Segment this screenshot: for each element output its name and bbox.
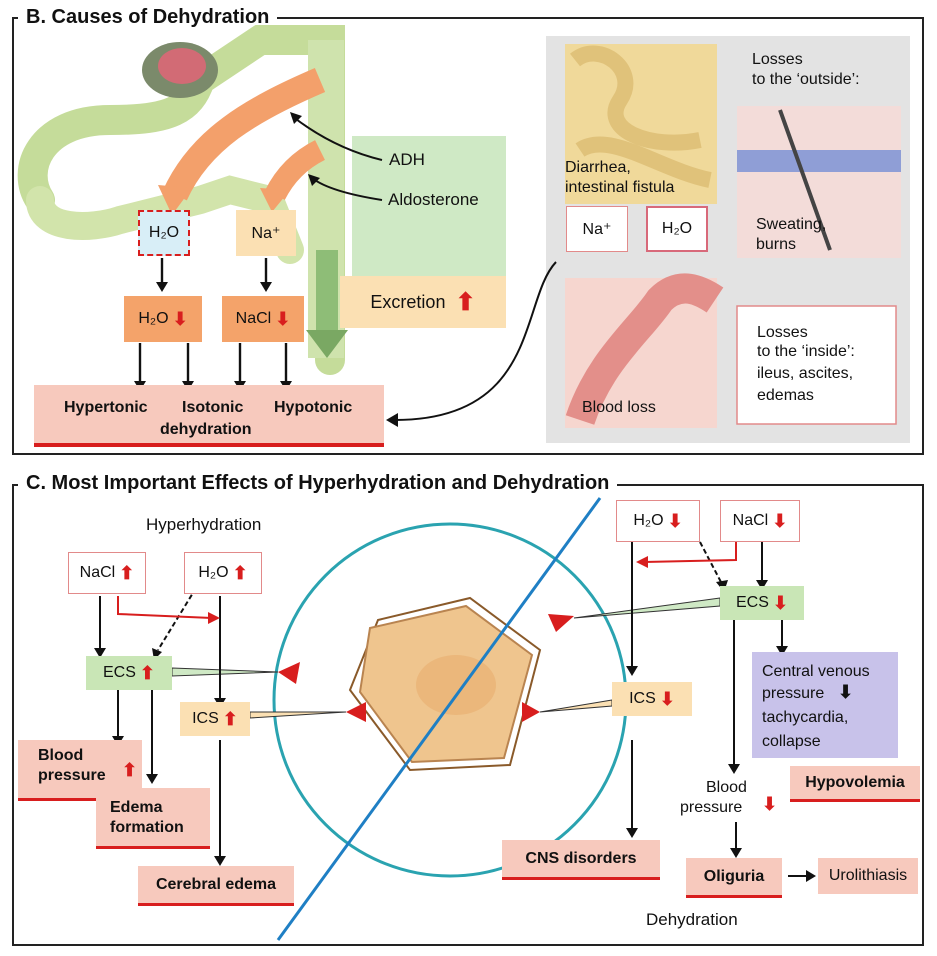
na-small-box: Na⁺ (566, 206, 628, 252)
sweating-label-1: Sweating, (756, 216, 827, 233)
up-arrow-icon: ⬆ (139, 662, 155, 683)
adh-label: ADH (389, 150, 425, 169)
excretion-label: Excretion (370, 291, 446, 312)
losses-inside-label-1: Losses (757, 324, 808, 341)
edema-label-1: Edema (110, 799, 163, 816)
dehydration-c-label: Dehydration (646, 910, 738, 929)
h2o-box: H₂O (138, 210, 190, 256)
excretion-box: Excretion ⬆ (340, 276, 506, 328)
ecs-increase-box: ECS⬆ (86, 656, 172, 690)
cvp-label-4: collapse (762, 733, 821, 750)
cvp-box (752, 652, 898, 758)
down-arrow-icon: ⬇ (172, 308, 188, 329)
edema-formation-box (96, 788, 210, 849)
up-arrow-icon: ⬆ (455, 288, 476, 316)
ics-decrease-box: ICS⬇ (612, 682, 692, 716)
cns-disorders-box: CNS disorders (502, 840, 660, 880)
nacl-decrease-c-box: NaCl⬇ (720, 500, 800, 542)
blood-pressure-label-1: Blood (38, 747, 84, 764)
down-arrow-icon: ⬇ (659, 688, 675, 709)
diarrhea-label-1: Diarrhea, (565, 159, 631, 176)
oliguria-box: Oliguria (686, 858, 782, 898)
isotonic-label: Isotonic (182, 399, 244, 416)
up-arrow-icon: ⬆ (222, 708, 238, 729)
h2o-decrease-box: H₂O⬇ (124, 296, 202, 342)
up-arrow-icon: ⬆ (232, 562, 248, 583)
nacl-decrease-box: NaCl⬇ (222, 296, 304, 342)
dehydration-bar (34, 385, 384, 447)
up-arrow-icon: ⬆ (119, 562, 135, 583)
section-b-title: B. Causes of Dehydration (18, 6, 278, 28)
hypertonic-label: Hypertonic (64, 399, 148, 416)
hyperhydration-label: Hyperhydration (146, 515, 262, 534)
bp-right-label-2: pressure (680, 799, 743, 816)
na-box-label: Na⁺ (251, 225, 281, 242)
aldosterone-label: Aldosterone (388, 190, 479, 209)
dehydration-label: dehydration (160, 421, 252, 438)
edema-label-2: formation (110, 819, 184, 836)
down-arrow-icon: ⬇ (762, 794, 778, 814)
blood-pressure-up-box (18, 740, 142, 801)
hypovolemia-box: Hypovolemia (790, 766, 920, 802)
cvp-label-3: tachycardia, (762, 709, 849, 726)
losses-inside-label-4: edemas (757, 387, 814, 404)
down-arrow-icon: ⬇ (772, 592, 788, 613)
down-arrow-icon: ⬇ (772, 510, 788, 531)
losses-outside-label-1: Losses (752, 51, 803, 68)
diarrhea-label-2: intestinal fistula (565, 179, 675, 196)
ecs-decrease-box: ECS⬇ (720, 586, 804, 620)
ics-increase-box: ICS⬆ (180, 702, 250, 736)
nacl-increase-box: NaCl⬆ (68, 552, 146, 594)
h2o-box-label: H₂O (148, 224, 180, 241)
h2o-decrease-c-box: H₂O⬇ (616, 500, 700, 542)
section-b-frame (12, 17, 924, 455)
down-arrow-icon: ⬇ (275, 308, 291, 329)
urolithiasis-box: Urolithiasis (818, 858, 918, 894)
cerebral-edema-box: Cerebral edema (138, 866, 294, 906)
down-arrow-icon: ⬇ (667, 510, 683, 531)
cvp-label-1: Central venous (762, 663, 870, 680)
up-arrow-icon: ⬆ (122, 760, 138, 780)
h2o-increase-box: H₂O⬆ (184, 552, 262, 594)
cvp-label-2: pressure (762, 685, 825, 702)
blood-loss-label: Blood loss (582, 399, 656, 416)
blood-pressure-label-2: pressure (38, 767, 106, 784)
na-box: Na⁺ (236, 210, 296, 256)
bp-right-label-1: Blood (706, 779, 747, 796)
losses-outside-label-2: to the ‘outside’: (752, 71, 860, 88)
section-c-title: C. Most Important Effects of Hyperhydrat… (18, 472, 618, 494)
sweating-label-2: burns (756, 236, 797, 253)
losses-inside-label-2: to the ‘inside’: (757, 343, 855, 360)
losses-inside-label-3: ileus, ascites, (757, 365, 854, 382)
h2o-small-box: H₂O (646, 206, 708, 252)
down-arrow-icon: ⬇ (838, 682, 854, 702)
hypotonic-label: Hypotonic (274, 399, 353, 416)
